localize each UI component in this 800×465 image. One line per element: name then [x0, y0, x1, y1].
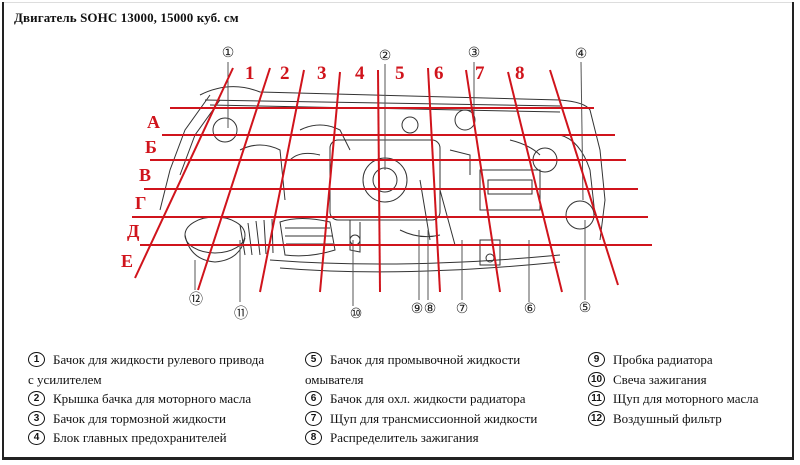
legend-number-2: 2: [28, 391, 45, 407]
legend-item-4: 4 Блок главных предохранителей: [28, 428, 264, 448]
page-frame: [2, 2, 794, 460]
legend-label-4: Блок главных предохранителей: [53, 430, 227, 445]
column-label-4: 4: [355, 63, 365, 84]
legend-label-2: Крышка бачка для моторного масла: [53, 391, 252, 406]
row-label-v: В: [139, 165, 151, 185]
legend-label-3: Бачок для тормозной жидкости: [53, 410, 226, 426]
callout-2: ②: [379, 49, 392, 64]
row-label-g: Г: [135, 193, 146, 213]
callout-11: ⑪: [234, 306, 248, 322]
legend-number-3: 3: [28, 410, 45, 426]
legend-item-5: 5 Бачок для промывочной жидкости: [305, 350, 537, 370]
legend-number-12: 12: [588, 410, 605, 426]
callout-7: ⑦: [456, 302, 469, 317]
legend-number-8: 8: [305, 430, 322, 446]
legend-item-9: 9 Пробка радиатора: [588, 350, 759, 370]
legend-label-1-cont: с усилителем: [28, 371, 102, 387]
callout-leaders: [194, 61, 586, 306]
legend-number-10: 10: [588, 371, 605, 387]
column-label-5: 5: [395, 63, 405, 84]
legend-item-5-continued: омывателя: [305, 370, 537, 390]
column-label-2: 2: [280, 63, 290, 84]
page-title: Двигатель SOHC 13000, 15000 куб. см: [14, 10, 239, 25]
legend-item-1-continued: с усилителем: [28, 370, 264, 390]
legend-label-6: Бачок для охл. жидкости радиатора: [330, 391, 526, 406]
legend-item-3: 3 Бачок для тормозной жидкости: [28, 409, 264, 429]
callout-8: ⑧: [424, 302, 437, 317]
legend-number-5: 5: [305, 352, 322, 368]
grid-columns: [134, 67, 619, 293]
row-label-e: Е: [121, 251, 133, 271]
legend-item-11: 11 Щуп для моторного масла: [588, 389, 759, 409]
legend-number-1: 1: [28, 352, 45, 368]
legend-column-1: 1 Бачок для жидкости рулевого привода с …: [28, 350, 264, 448]
frame-top-border: [2, 2, 794, 3]
callout-9: ⑨: [411, 302, 424, 317]
legend-number-4: 4: [28, 430, 45, 446]
legend-label-1: Бачок для жидкости рулевого привода: [53, 352, 265, 367]
column-label-1: 1: [245, 63, 255, 84]
legend-label-5-cont: омывателя: [305, 371, 364, 387]
grid-column-labels: 1 2 3 4 5 6 7 8: [245, 63, 525, 84]
callout-12: ⑫: [189, 292, 203, 308]
legend-label-5: Бачок для промывочной жидкости: [330, 352, 521, 367]
callout-3: ③: [468, 46, 481, 61]
callout-5: ⑤: [579, 301, 592, 316]
grid-rows: [132, 107, 652, 246]
legend-item-12: 12 Воздушный фильтр: [588, 409, 759, 429]
legend-label-10: Свеча зажигания: [613, 371, 707, 387]
legend-label-7: Щуп для трансмиссионной жидкости: [330, 410, 538, 426]
row-label-d: Д: [127, 221, 140, 241]
column-label-3: 3: [317, 63, 327, 84]
legend-item-10: 10 Свеча зажигания: [588, 370, 759, 390]
legend-label-9: Пробка радиатора: [613, 352, 713, 367]
legend-number-7: 7: [305, 410, 322, 426]
legend-item-2: 2 Крышка бачка для моторного масла: [28, 389, 264, 409]
callout-10: ⑩: [350, 307, 363, 322]
row-label-b: Б: [145, 137, 157, 157]
legend-label-12: Воздушный фильтр: [613, 410, 722, 426]
legend-column-2: 5 Бачок для промывочной жидкости омывате…: [305, 350, 537, 448]
legend-label-11: Щуп для моторного масла: [613, 391, 759, 406]
legend-item-8: 8 Распределитель зажигания: [305, 428, 537, 448]
legend-item-6: 6 Бачок для охл. жидкости радиатора: [305, 389, 537, 409]
column-label-8: 8: [515, 63, 525, 84]
callout-4: ④: [575, 47, 588, 62]
legend-number-11: 11: [588, 391, 605, 407]
engine-bay-diagram: ① ② ③ ④ ⑫ ⑪ ⑩ ⑨ ⑧ ⑦ ⑥ ⑤ 1 2 3: [121, 46, 652, 322]
row-label-a: А: [147, 112, 160, 132]
top-callouts: ① ② ③ ④: [222, 46, 588, 64]
bottom-callouts: ⑫ ⑪ ⑩ ⑨ ⑧ ⑦ ⑥ ⑤: [189, 292, 591, 322]
column-label-7: 7: [475, 63, 485, 84]
grid-row-labels: А Б В Г Д Е: [121, 112, 160, 271]
legend-item-1: 1 Бачок для жидкости рулевого привода: [28, 350, 264, 370]
legend-item-7: 7 Щуп для трансмиссионной жидкости: [305, 409, 537, 429]
callout-6: ⑥: [524, 302, 537, 317]
legend-label-8: Распределитель зажигания: [330, 430, 479, 445]
callout-1: ①: [222, 46, 235, 61]
legend-number-9: 9: [588, 352, 605, 368]
legend-column-3: 9 Пробка радиатора 10 Свеча зажигания 11…: [588, 350, 759, 428]
column-label-6: 6: [434, 63, 444, 84]
legend-number-6: 6: [305, 391, 322, 407]
